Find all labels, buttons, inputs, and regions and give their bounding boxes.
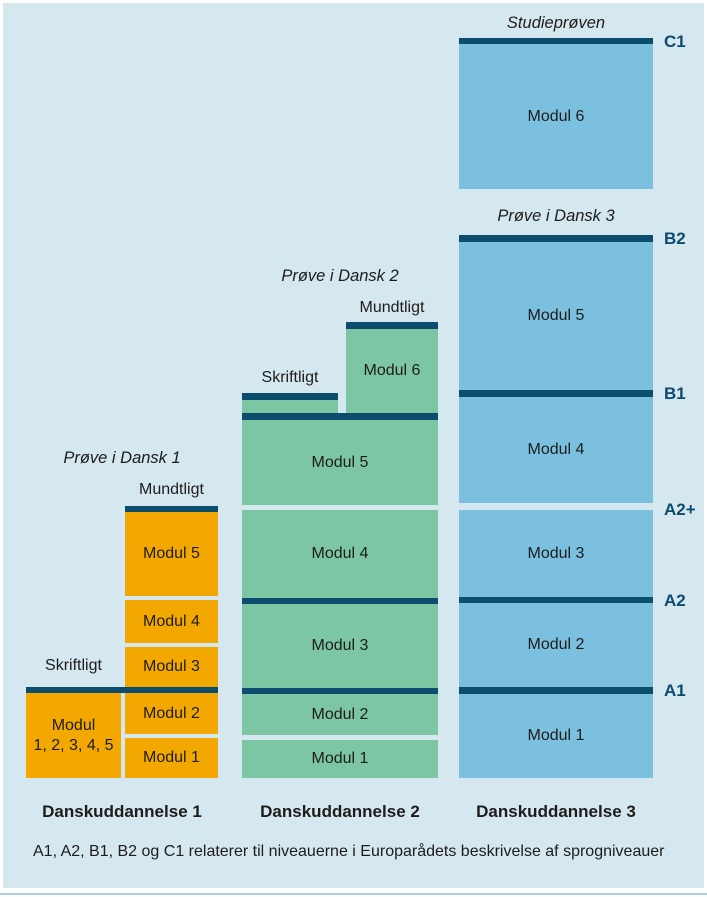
du3-c1-level-bar [459, 38, 653, 44]
du2-modul-2-label: Modul 2 [311, 705, 369, 723]
du1-written-label: Skriftligt [45, 657, 102, 674]
du2-modul-4-label: Modul 4 [311, 545, 369, 562]
du1-modul-5-block: Modul 5 [125, 512, 218, 596]
du3-modul-1-block: Modul 1 [459, 694, 653, 778]
du1-modul-3-label: Modul 3 [143, 658, 200, 675]
level-label-c1: C1 [664, 32, 686, 51]
footnote: A1, A2, B1, B2 og C1 relaterer til nivea… [33, 843, 665, 860]
du3-modul-5-block: Modul 5 [459, 242, 653, 390]
du3-b1-level-bar [459, 390, 653, 397]
du1-oral-label: Mundtligt [139, 481, 204, 498]
du2-modul-3-label: Modul 3 [311, 637, 369, 654]
level-label-b1: B1 [664, 384, 686, 403]
du2-a2-level-bar [242, 598, 438, 604]
du3-modul-1-label: Modul 1 [527, 727, 585, 744]
du2-oral-label: Mundtligt [359, 299, 425, 316]
du2-written-label: Skriftligt [261, 369, 319, 386]
du2-modul-5-label: Modul 5 [311, 453, 369, 471]
du3-modul-5-label: Modul 5 [527, 307, 585, 324]
level-label-a2: A2 [664, 591, 686, 610]
du1-oral-exam-bar [125, 506, 218, 512]
bottom-rule [0, 893, 707, 895]
du1-modul-5-label: Modul 5 [143, 545, 200, 562]
du1-modul-3-block: Modul 3 [125, 647, 218, 687]
level-label-a2plus: A2+ [664, 500, 696, 519]
du1-modul-4-block: Modul 4 [125, 600, 218, 643]
du3-b2-level-bar [459, 235, 653, 242]
du2-modul5-top-bar [242, 413, 438, 420]
du3-a2-level-bar [459, 597, 653, 603]
du3-modul-6-block: Modul 6 [459, 44, 653, 189]
du2-modul-2-block: Modul 2 [242, 694, 438, 735]
du2-oral-exam-bar [346, 322, 438, 329]
du3-modul-4-block: Modul 4 [459, 397, 653, 503]
du2-modul-3-block: Modul 3 [242, 604, 438, 688]
du3-exam-label: Prøve i Dansk 3 [497, 207, 615, 225]
du1-combined-label-line1: Modul [51, 716, 96, 734]
du3-modul-6-label: Modul 6 [527, 107, 585, 125]
du1-modul-4-label: Modul 4 [143, 612, 200, 630]
du2-a1-level-bar [242, 688, 438, 694]
du3-modul-2-label: Modul 2 [527, 636, 585, 653]
du2-modul-1-block: Modul 1 [242, 740, 438, 778]
du3-modul-4-label: Modul 4 [527, 441, 585, 458]
caption-danskuddannelse-3: Danskuddannelse 3 [476, 802, 636, 821]
du1-modul-2-block: Modul 2 [125, 693, 218, 734]
du2-modul-4-block: Modul 4 [242, 510, 438, 598]
du1-written-exam-bar [26, 687, 218, 693]
caption-danskuddannelse-2: Danskuddannelse 2 [260, 802, 420, 821]
du3-a1-level-bar [459, 687, 653, 694]
du1-exam-label: Prøve i Dansk 1 [63, 449, 181, 467]
caption-danskuddannelse-1: Danskuddannelse 1 [42, 802, 202, 821]
du2-written-exam-bar [242, 393, 338, 400]
du3-modul-2-block: Modul 2 [459, 603, 653, 687]
level-label-a1: A1 [664, 681, 686, 700]
du1-modul-1-block: Modul 1 [125, 738, 218, 778]
du1-modul-1-label: Modul 1 [143, 749, 200, 766]
du2-modul-5-block: Modul 5 [242, 420, 438, 505]
level-label-b2: B2 [664, 229, 686, 248]
du1-combined-label-line2: 1, 2, 3, 4, 5 [33, 736, 114, 754]
du2-modul-1-label: Modul 1 [311, 750, 369, 767]
du1-modul-2-label: Modul 2 [143, 704, 200, 722]
du2-written-stub-block [242, 400, 338, 413]
du2-modul-6-block: Modul 6 [346, 329, 438, 413]
du2-modul-6-label: Modul 6 [363, 362, 421, 379]
du2-exam-label: Prøve i Dansk 2 [281, 267, 399, 285]
du3-studieproven-label: Studieprøven [506, 14, 606, 32]
du3-modul-3-label: Modul 3 [527, 544, 585, 562]
du3-modul-3-block: Modul 3 [459, 510, 653, 597]
du1-combined-modules-block: Modul 1, 2, 3, 4, 5 [26, 693, 121, 778]
